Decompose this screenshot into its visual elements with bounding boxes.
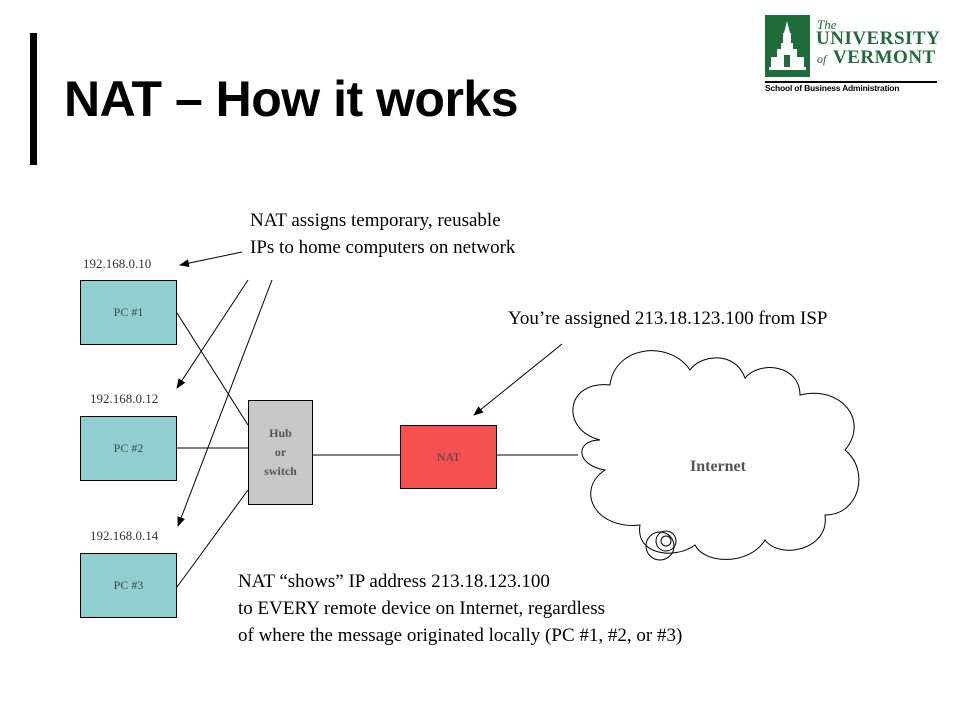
arrow-to-ip-pc2 xyxy=(176,279,249,389)
pc1-box: PC #1 xyxy=(80,280,177,345)
pc1-label: PC #1 xyxy=(113,305,144,319)
link-pc1-hub xyxy=(176,312,249,426)
university-logo: The UNIVERSITY of VERMONT School of Busi… xyxy=(765,15,941,93)
pc2-ip-label: 192.168.0.12 xyxy=(90,391,159,406)
hub-label-line1: Hub xyxy=(269,426,292,440)
logo-school-name: School of Business Administration xyxy=(765,83,900,93)
arrow-to-ip-pc3 xyxy=(177,279,273,527)
arrow-to-nat xyxy=(473,343,563,416)
assign-callout-line1: NAT assigns temporary, reusable xyxy=(250,210,501,231)
nat-label: NAT xyxy=(436,449,461,464)
pc3-box: PC #3 xyxy=(80,553,177,618)
slide-title: NAT – How it works xyxy=(64,71,519,127)
assign-callout-line2: IPs to home computers on network xyxy=(250,237,516,258)
crest-icon xyxy=(765,15,810,77)
pc2-box: PC #2 xyxy=(80,416,177,481)
logo-of: of xyxy=(817,52,827,66)
hub-label-line2: or xyxy=(274,445,287,459)
shows-callout-line3: of where the message originated locally … xyxy=(238,625,683,646)
isp-callout: You’re assigned 213.18.123.100 from ISP xyxy=(508,305,827,332)
pc1-ip-label: 192.168.0.10 xyxy=(83,256,152,271)
isp-callout-text: You’re assigned 213.18.123.100 from ISP xyxy=(508,308,828,329)
hub-label-line3: switch xyxy=(264,464,297,478)
nat-box: NAT xyxy=(400,425,497,489)
logo-vermont: VERMONT xyxy=(833,47,936,68)
logo-the: The xyxy=(817,17,837,32)
shows-callout: NAT “shows” IP address 213.18.123.100 to… xyxy=(238,568,682,649)
arrow-to-ip-pc1 xyxy=(179,251,243,268)
shows-callout-line1: NAT “shows” IP address 213.18.123.100 xyxy=(238,571,550,592)
assign-callout: NAT assigns temporary, reusable IPs to h… xyxy=(250,207,515,261)
pc2-label: PC #2 xyxy=(113,441,144,455)
internet-cloud xyxy=(572,350,860,561)
shows-callout-line2: to EVERY remote device on Internet, rega… xyxy=(238,598,606,619)
logo-university: UNIVERSITY xyxy=(816,28,941,49)
title-accent-bar xyxy=(30,33,37,165)
hub-switch-box: Hub or switch xyxy=(248,400,313,505)
logo-divider xyxy=(765,81,937,83)
link-pc3-hub xyxy=(176,489,249,588)
internet-label: Internet xyxy=(690,458,746,475)
pc3-ip-label: 192.168.0.14 xyxy=(90,528,159,543)
pc3-label: PC #3 xyxy=(113,578,144,592)
